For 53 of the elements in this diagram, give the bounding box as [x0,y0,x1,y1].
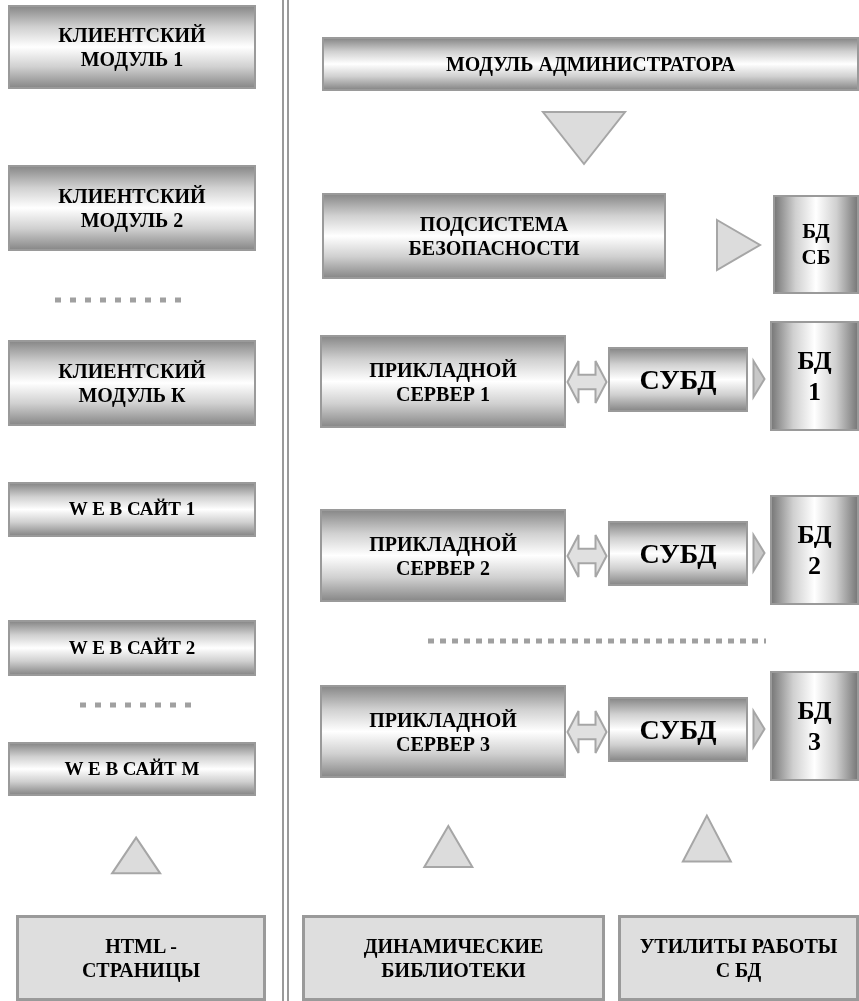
arrow [566,710,608,754]
node-label: W E B САЙТ M [64,757,200,781]
node-label: БД 2 [796,518,833,582]
module-box [322,37,859,91]
module-box [8,5,256,89]
arrow [566,360,608,404]
module-box [608,347,748,412]
arrow [681,813,733,863]
arrow [752,531,766,575]
source-box [16,915,266,1001]
node-label: HTML - СТРАНИЦЫ [80,934,202,982]
node-label: БД 3 [796,694,833,758]
node-label: W E B САЙТ 1 [68,498,196,521]
module-box [608,521,748,586]
node-label: КЛИЕНТСКИЙ МОДУЛЬ К [57,359,207,407]
node-label: ДИНАМИЧЕСКИЕ БИБЛИОТЕКИ [362,934,545,982]
node-label: МОДУЛЬ АДМИНИСТРАТОРА [445,52,736,76]
database-box [773,195,859,294]
arrow [716,218,762,272]
node-label: СУБД [639,712,717,747]
module-box [8,165,256,251]
database-box [770,321,859,431]
node-label: ПРИКЛАДНОЙ СЕРВЕР 1 [368,357,518,406]
database-box [770,671,859,781]
arrow [422,823,475,869]
arrow [540,111,628,166]
source-box [302,915,605,1001]
arrow [110,835,162,875]
node-label: СУБД [639,362,717,397]
module-box [320,509,566,602]
source-box [618,915,859,1001]
node-label: W E B САЙТ 2 [68,636,196,660]
module-box [8,340,256,426]
node-label: БД 1 [796,344,833,408]
module-box [322,193,666,279]
database-box [770,495,859,605]
node-label: ПРИКЛАДНОЙ СЕРВЕР 3 [368,707,518,756]
module-box [8,620,256,676]
node-label: ПРИКЛАДНОЙ СЕРВЕР 2 [368,531,518,580]
arrow [566,534,608,578]
module-box [320,335,566,428]
node-label: БД СБ [800,219,832,270]
node-label: ПОДСИСТЕМА БЕЗОПАСНОСТИ [407,212,581,260]
node-label: УТИЛИТЫ РАБОТЫ С БД [638,934,839,982]
node-label: КЛИЕНТСКИЙ МОДУЛЬ 1 [57,23,207,71]
module-box [8,742,256,796]
node-label: СУБД [639,536,717,571]
module-box [8,482,256,537]
node-label: КЛИЕНТСКИЙ МОДУЛЬ 2 [57,184,207,232]
module-box [608,697,748,762]
module-box [320,685,566,778]
arrow [752,357,766,401]
arrow [752,707,766,751]
